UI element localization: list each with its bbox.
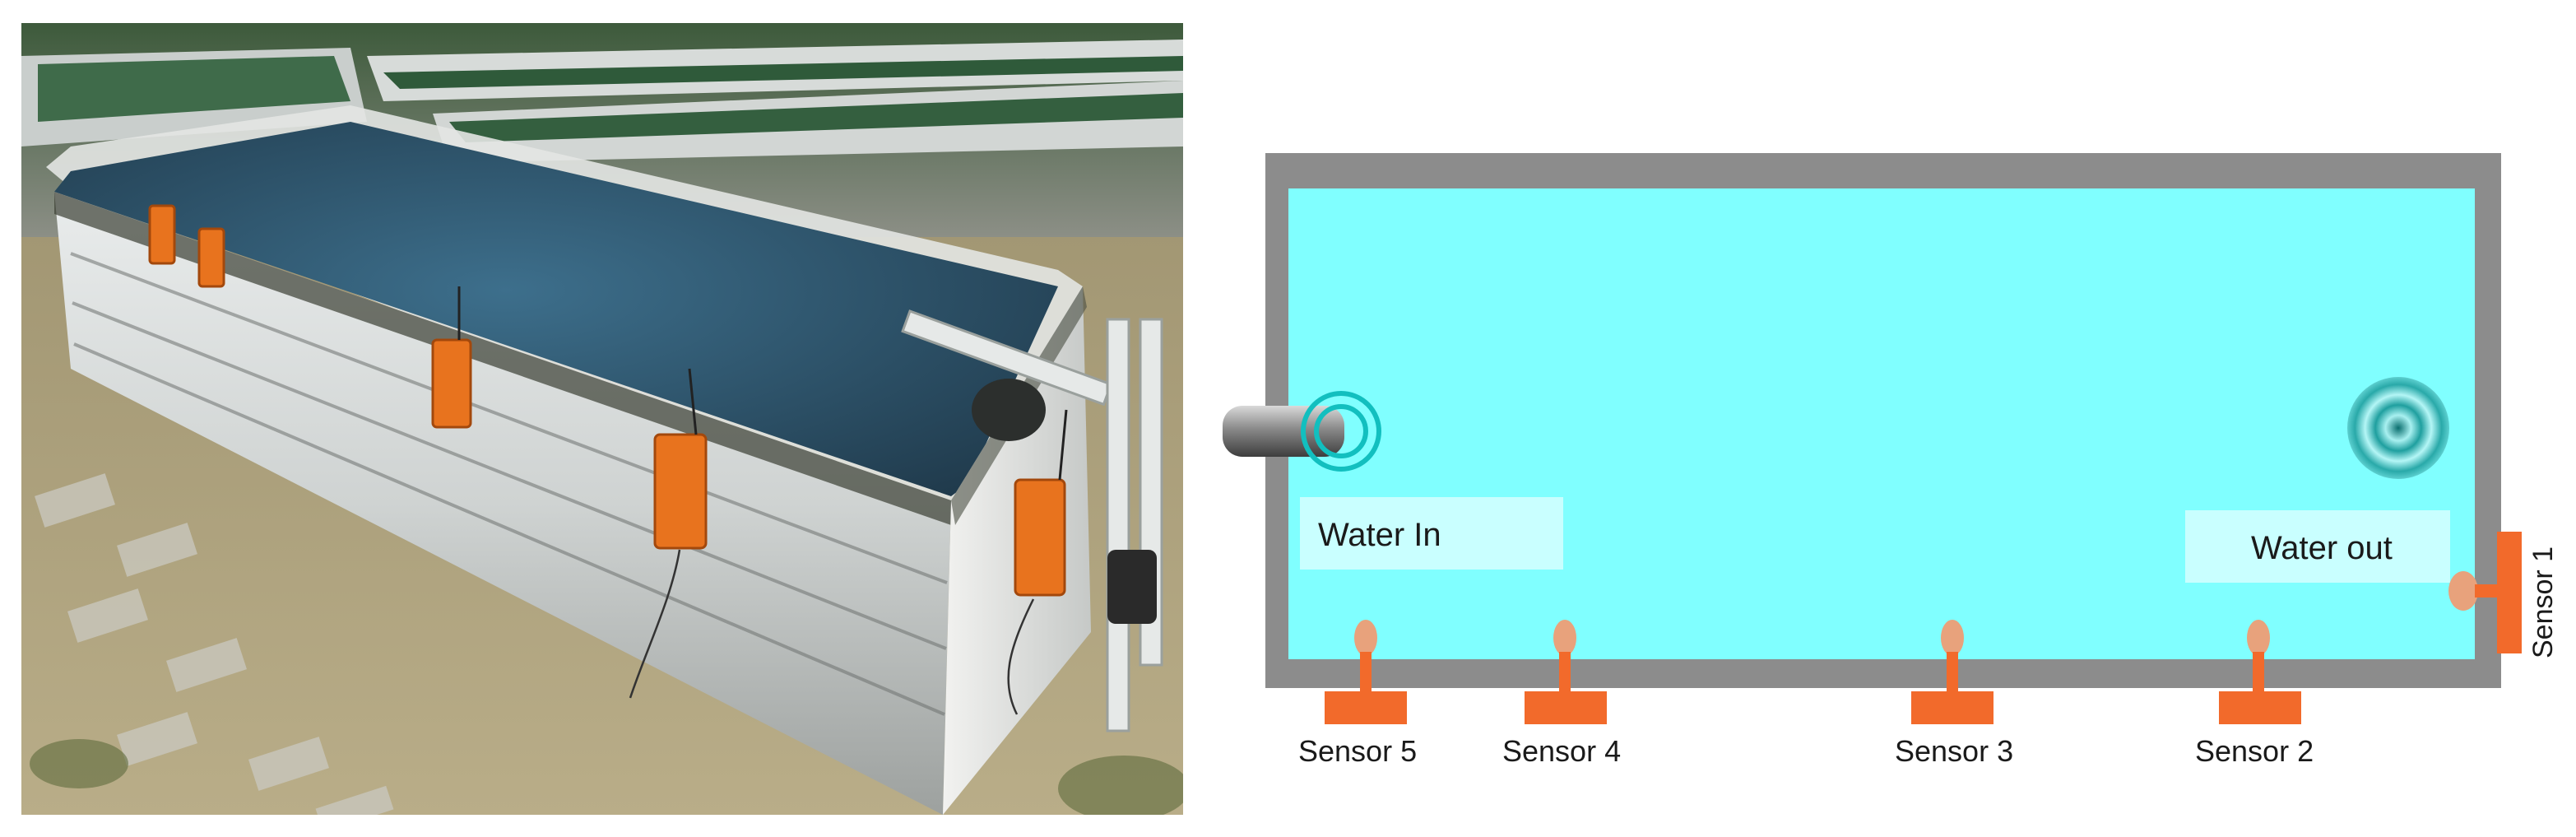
sensor-3: Sensor 3 — [1895, 620, 2013, 768]
sensor-4-label: Sensor 4 — [1502, 734, 1621, 768]
sensor-2: Sensor 2 — [2195, 620, 2314, 768]
sensor-3-label: Sensor 3 — [1895, 734, 2013, 768]
sensor-2-label: Sensor 2 — [2195, 734, 2314, 768]
water-out-label-box — [2185, 510, 2450, 583]
water-in-label-box — [1300, 497, 1563, 570]
water-out-label: Water out — [2251, 530, 2393, 566]
sensor-1: Sensor 1 — [2448, 532, 2559, 658]
water-inlet — [1223, 391, 1381, 472]
inlet-pipe — [1223, 406, 1344, 457]
water-in-label: Water In — [1318, 517, 1441, 553]
water-outlet — [2347, 377, 2449, 479]
tank-photo — [21, 23, 1183, 815]
sensor-4: Sensor 4 — [1502, 620, 1621, 768]
sensor-5: Sensor 5 — [1298, 620, 1417, 768]
tank-water — [1288, 188, 2475, 659]
sensor-5-label: Sensor 5 — [1298, 734, 1417, 768]
tank-schematic: Water In Water out Sensor 5 Sensor 4 Sen… — [1223, 153, 2559, 768]
sensor-1-label: Sensor 1 — [2527, 546, 2559, 658]
